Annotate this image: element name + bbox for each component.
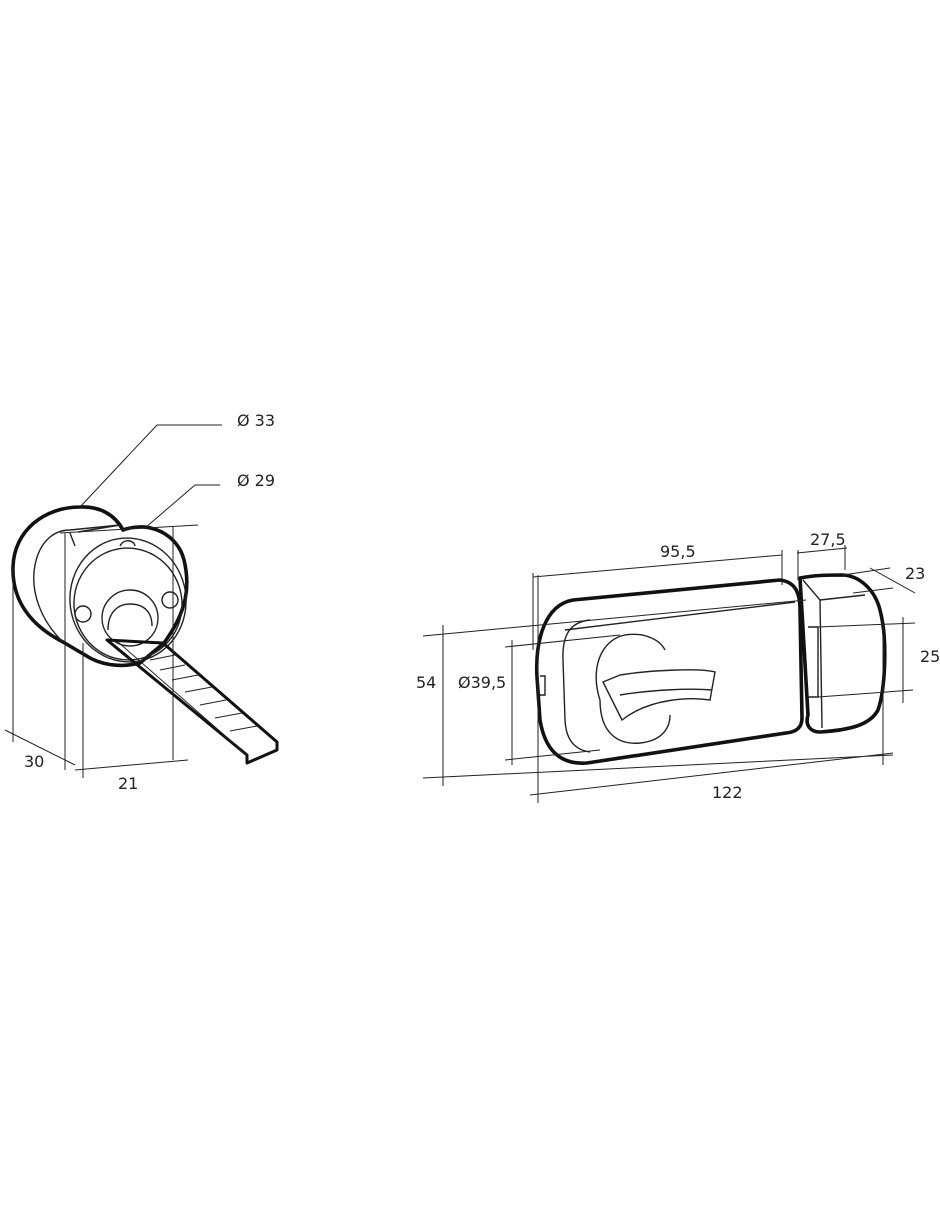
label-keeper-depth: 23 bbox=[905, 564, 925, 583]
thumbturn-drawing: Ø 33 Ø 29 30 21 bbox=[4, 411, 279, 793]
rosette-inner bbox=[107, 603, 153, 631]
top-slot bbox=[69, 524, 136, 547]
rosette bbox=[101, 589, 159, 647]
lock-body-drawing: 95,5 27,5 23 25 54 Ø39,5 122 bbox=[416, 530, 940, 803]
label-height: 54 bbox=[416, 673, 436, 692]
label-width-21: 21 bbox=[118, 774, 138, 793]
label-keeper-length: 27,5 bbox=[810, 530, 846, 549]
cylinder-face-inner bbox=[73, 547, 183, 661]
leader-d33 bbox=[79, 424, 222, 508]
cylinder-face bbox=[69, 537, 187, 663]
handle bbox=[105, 638, 279, 765]
flange-inner-edge bbox=[33, 524, 121, 643]
dim-lines-right bbox=[422, 545, 916, 803]
keeper-outline bbox=[798, 573, 887, 734]
label-depth-30: 30 bbox=[24, 752, 44, 771]
screw-hole-right bbox=[161, 591, 179, 609]
lock-body-outline bbox=[534, 578, 804, 765]
rosette-outline bbox=[595, 633, 671, 744]
label-diameter-33: Ø 33 bbox=[237, 411, 275, 430]
label-diameter-29: Ø 29 bbox=[237, 471, 275, 490]
dim-lines-left bbox=[4, 524, 199, 778]
turn-handle bbox=[602, 669, 716, 722]
screw-hole-left bbox=[74, 605, 92, 623]
leader-d29 bbox=[144, 484, 220, 529]
label-keeper-height: 25 bbox=[920, 647, 940, 666]
label-body-length: 95,5 bbox=[660, 542, 696, 561]
label-rosette-diameter: Ø39,5 bbox=[458, 673, 506, 692]
label-total-length: 122 bbox=[712, 783, 743, 802]
lock-face-inner bbox=[540, 601, 796, 753]
keeper-inner bbox=[802, 579, 866, 729]
